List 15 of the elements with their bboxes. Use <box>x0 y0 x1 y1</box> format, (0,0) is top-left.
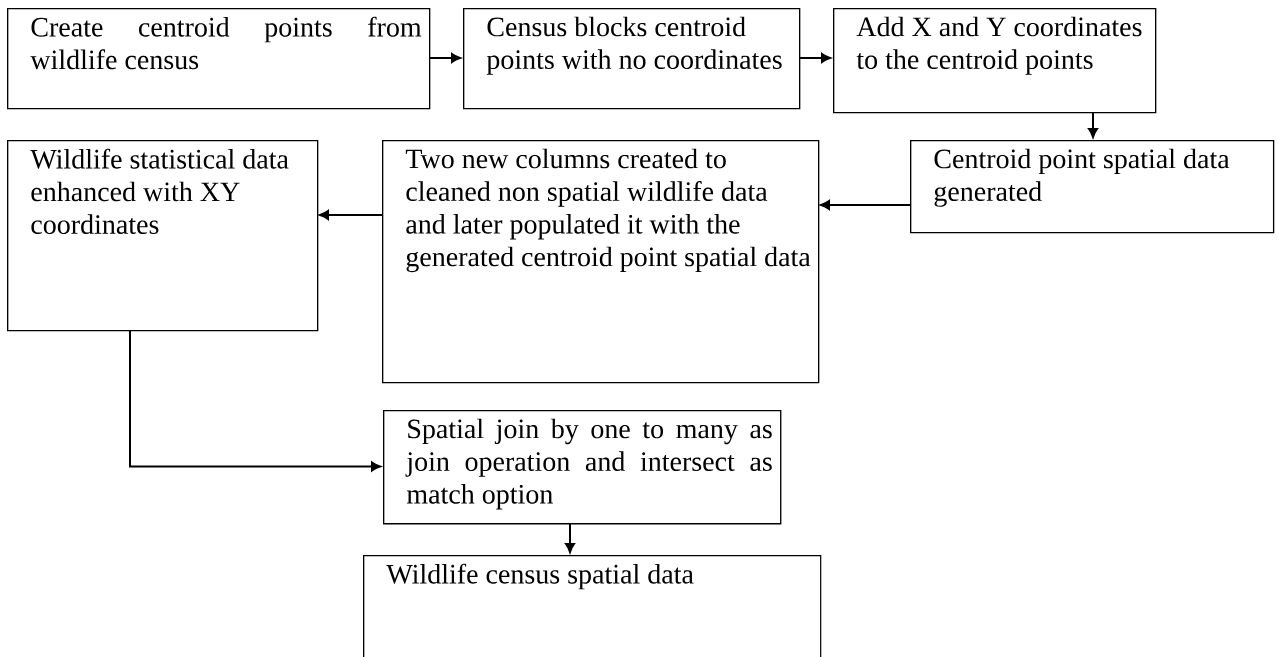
arrow <box>129 329 381 472</box>
process-box: Centroid point spatial data generated <box>910 140 1275 234</box>
process-box: Wildlife census spatial data <box>363 555 822 657</box>
process-box: Spatial join by one to many as join operation and intersect as match option <box>383 410 782 525</box>
process-box: Add X and Y coordinates to the centroid points <box>833 8 1157 114</box>
process-box: Create centroid points from wildlife census <box>7 8 431 110</box>
arrow <box>1088 111 1098 138</box>
arrow <box>798 53 831 63</box>
process-box: Two new columns created to cleaned non spatial wildlife data and later populated it with the generated centroid point spatial data <box>382 140 820 384</box>
arrow <box>428 53 461 63</box>
arrow <box>319 210 383 220</box>
process-box: Census blocks centroid points with no coordinates <box>463 8 801 110</box>
process-box: Wildlife statistical data enhanced with XY coordinates <box>7 140 319 332</box>
arrow <box>565 522 575 553</box>
arrow <box>820 200 911 210</box>
